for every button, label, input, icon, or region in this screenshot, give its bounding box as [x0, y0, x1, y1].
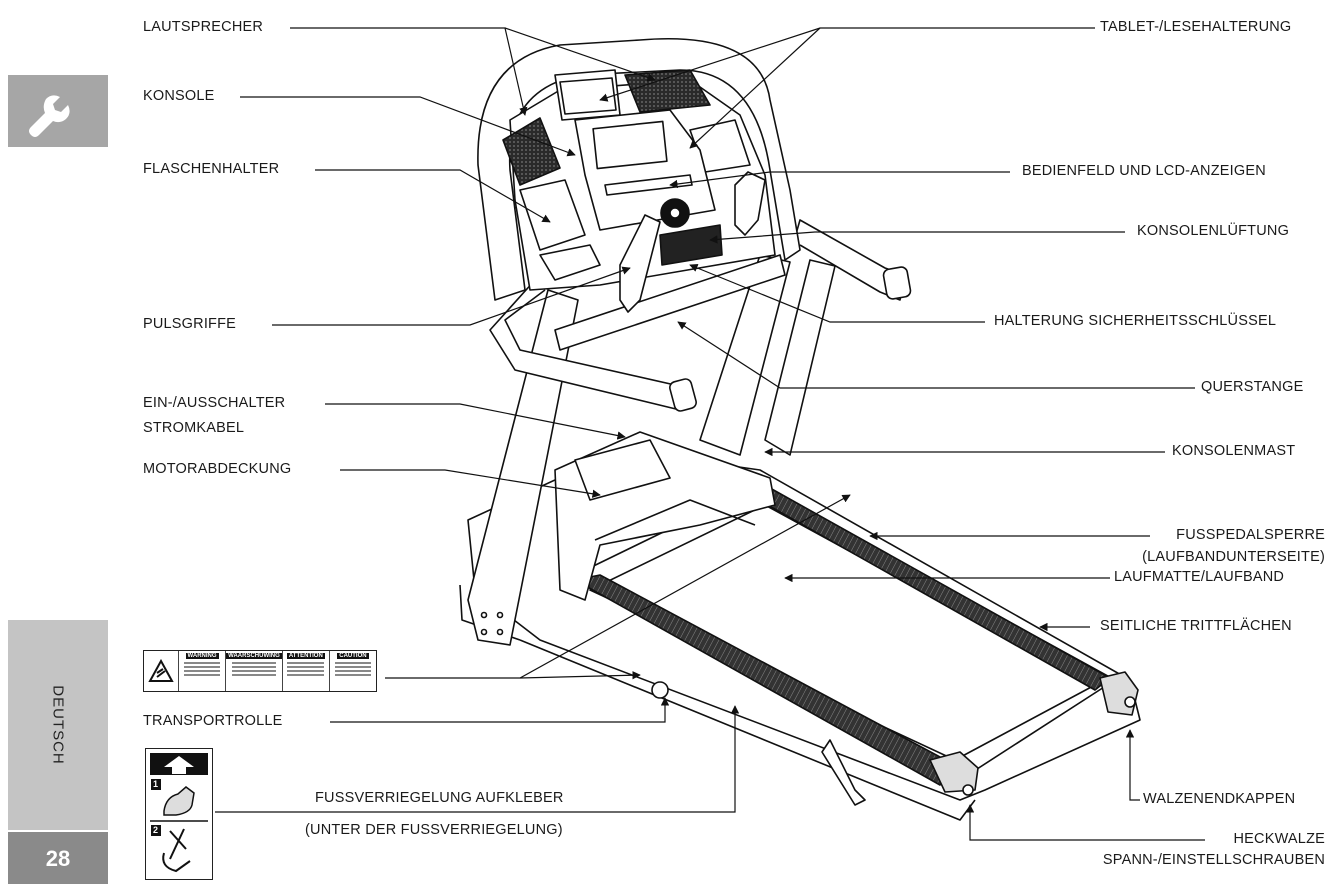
label-bedienfeld: BEDIENFELD UND LCD-ANZEIGEN: [1022, 163, 1266, 179]
page-number-tab: 28: [8, 832, 108, 884]
label-pulsgriffe: PULSGRIFFE: [143, 316, 237, 332]
foot-lock-sticker-art: [150, 753, 208, 873]
sticker-step-2: 2: [153, 825, 159, 835]
label-konsole: KONSOLE: [143, 88, 215, 104]
label-aufkleber: FUSSVERRIEGELUNG AUFKLEBER: [315, 790, 564, 806]
warning-header: WARNING: [185, 653, 219, 659]
warning-label: WARNING WAARSCHUWING ATTENTION CAUTION: [143, 650, 377, 692]
attention-header: ATTENTION: [286, 653, 325, 659]
foot-release-icon: [162, 828, 191, 873]
label-ein-ausschalter: EIN-/AUSSCHALTER: [143, 395, 286, 411]
label-lueftung: KONSOLENLÜFTUNG: [1137, 223, 1290, 239]
label-lautsprecher: LAUTSPRECHER: [143, 19, 264, 35]
label-konsolenmast: KONSOLENMAST: [1172, 443, 1296, 459]
label-aufkleber-sub: (UNTER DER FUSSVERRIEGELUNG): [305, 822, 563, 838]
leader-lines: [215, 27, 1205, 841]
warning-triangle-icon: [148, 659, 174, 682]
foot-icon: [163, 786, 195, 816]
label-flaschenhalter: FLASCHENHALTER: [143, 161, 280, 177]
label-querstange: QUERSTANGE: [1201, 379, 1304, 395]
label-laufbandunterseite: (LAUFBANDUNTERSEITE): [1142, 549, 1325, 565]
label-sicherheitsschluessel: HALTERUNG SICHERHEITSSCHLÜSSEL: [994, 313, 1277, 329]
wrench-icon: [29, 95, 70, 137]
label-walzenendkappen: WALZENENDKAPPEN: [1143, 791, 1296, 807]
page-number: 28: [45, 846, 71, 871]
waarschuwing-header: WAARSCHUWING: [226, 653, 282, 659]
label-heckwalze: HECKWALZE: [1233, 831, 1325, 847]
label-laufmatte: LAUFMATTE/LAUFBAND: [1114, 569, 1285, 585]
tools-tab[interactable]: [8, 75, 108, 147]
label-transportrolle: TRANSPORTROLLE: [143, 713, 283, 729]
label-fusspedalsperre: FUSSPEDALSPERRE: [1176, 527, 1325, 543]
treadmill-frame: [459, 37, 1141, 821]
up-arrow-icon: [164, 756, 194, 774]
foot-lock-sticker: 1 2: [145, 748, 213, 880]
label-motorabdeckung: MOTORABDECKUNG: [143, 461, 292, 477]
label-trittflaechen: SEITLICHE TRITTFLÄCHEN: [1100, 618, 1292, 634]
sticker-step-1: 1: [153, 779, 159, 789]
caution-header: CAUTION: [337, 653, 369, 659]
label-stromkabel: STROMKABEL: [143, 420, 245, 436]
label-tablet: TABLET-/LESEHALTERUNG: [1100, 19, 1292, 35]
language-tab: DEUTSCH: [8, 620, 108, 830]
label-spann: SPANN-/EINSTELLSCHRAUBEN: [1102, 852, 1325, 868]
